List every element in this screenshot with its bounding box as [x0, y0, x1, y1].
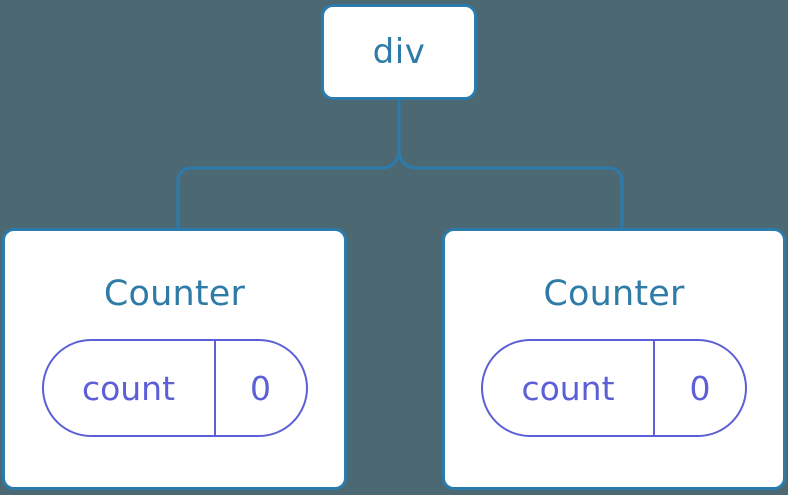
- state-pill[interactable]: count 0: [41, 339, 308, 437]
- state-value: 0: [250, 368, 271, 408]
- node-root-label: div: [372, 32, 426, 72]
- node-root-div[interactable]: div: [321, 4, 477, 100]
- state-key: count: [44, 341, 216, 435]
- state-value: 0: [689, 368, 711, 408]
- node-title: Counter: [543, 274, 685, 314]
- state-pill[interactable]: count 0: [481, 339, 747, 437]
- node-counter-left[interactable]: Counter count 0: [2, 228, 347, 490]
- state-key: count: [483, 341, 655, 435]
- node-counter-right[interactable]: Counter count 0: [442, 228, 786, 490]
- node-title: Counter: [103, 274, 246, 314]
